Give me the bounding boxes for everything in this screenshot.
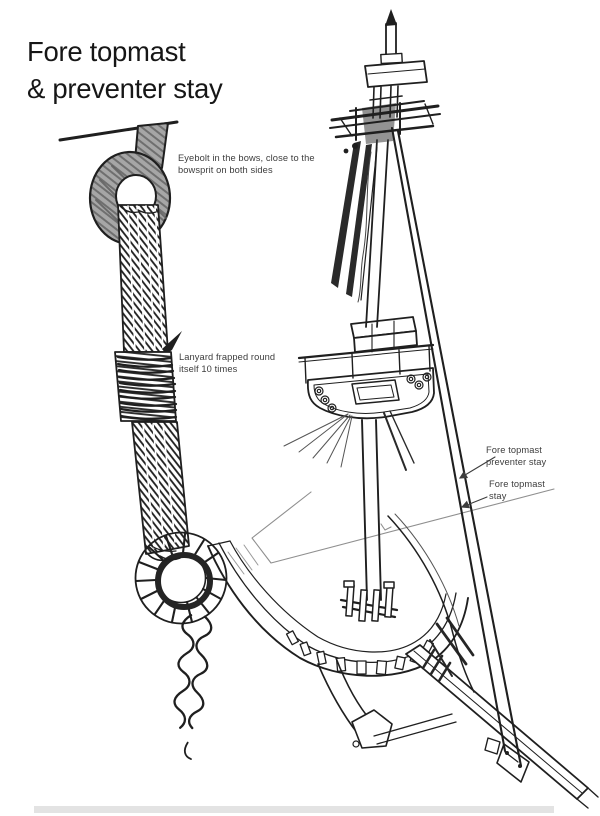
lanyard-bundle-lower	[131, 421, 190, 555]
deck-outline	[251, 488, 555, 564]
lower-mast	[361, 419, 382, 601]
stem-cutwater	[317, 657, 457, 749]
topmast-pole	[380, 9, 403, 67]
fore-stay-leader	[460, 496, 488, 509]
iron-ring	[155, 552, 213, 610]
lanyard-detail-drawing	[58, 120, 228, 760]
lubbers-hole	[351, 379, 400, 405]
rope-tail	[173, 614, 213, 760]
label-fore-topmast-stay: Fore topmast stay	[489, 479, 545, 502]
frapping-turns	[114, 351, 178, 422]
leader-arrows	[458, 456, 496, 509]
fore-topmast-preventer-stay-line	[390, 126, 507, 753]
topmast-shrouds	[331, 141, 378, 303]
lanyard-end	[162, 331, 182, 354]
note-eyebolt: Eyebolt in the bows, close to the bowspr…	[178, 153, 315, 176]
bowsprit	[405, 616, 599, 809]
ship-bow-drawing	[207, 9, 599, 809]
futtock-shrouds	[283, 410, 415, 471]
note-lanyard-frapping: Lanyard frapped round itself 10 times	[179, 352, 276, 375]
mast-foot-bitts	[339, 580, 399, 622]
deadeyes	[314, 372, 432, 413]
topmast-cap	[364, 60, 428, 119]
page-title: Fore topmast & preventer stay	[27, 36, 223, 104]
crosstrees	[329, 100, 441, 144]
gammoning	[421, 648, 452, 683]
foretop-cap	[350, 316, 418, 353]
topmast	[365, 139, 389, 328]
foretop-platform	[306, 367, 435, 420]
lanyard-bundle	[117, 204, 169, 353]
preventer-stay-leader	[458, 456, 496, 479]
stay-lines	[390, 126, 523, 768]
page-edge-shadow	[34, 806, 554, 813]
label-fore-topmast-preventer-stay: Fore topmast preventer stay	[486, 445, 547, 468]
forestay-collar-rope	[387, 513, 475, 693]
lanyard-rope-ends	[145, 544, 181, 562]
fore-topmast-stay-line	[396, 129, 523, 768]
